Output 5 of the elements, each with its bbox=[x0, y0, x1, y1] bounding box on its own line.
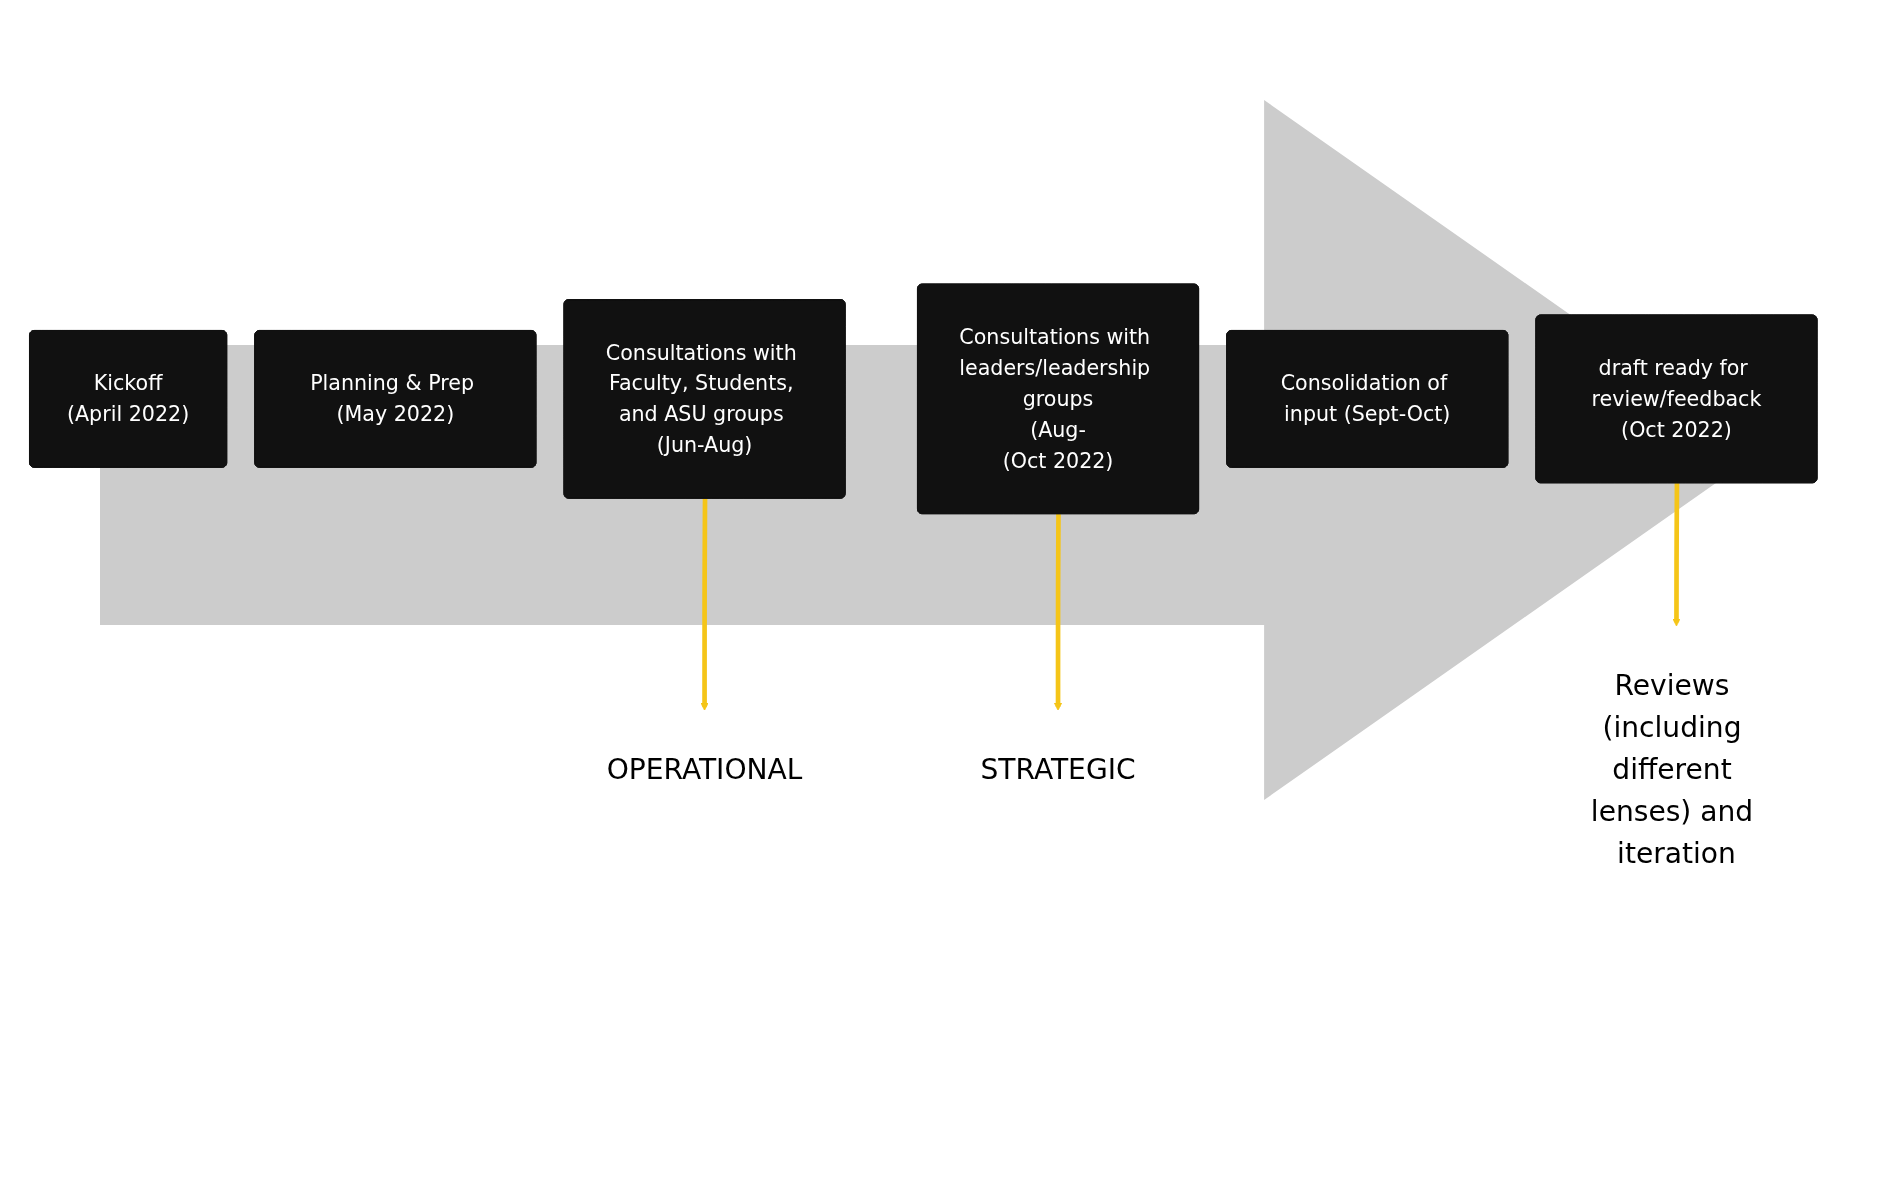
node-text: STRATEGIC bbox=[979, 752, 1136, 786]
arrow bbox=[1053, 514, 1062, 711]
node-text: OPERATIONAL bbox=[606, 752, 802, 786]
arrow bbox=[699, 498, 709, 711]
node-text: Reviews (including different lenses) and iteration bbox=[1590, 668, 1753, 870]
